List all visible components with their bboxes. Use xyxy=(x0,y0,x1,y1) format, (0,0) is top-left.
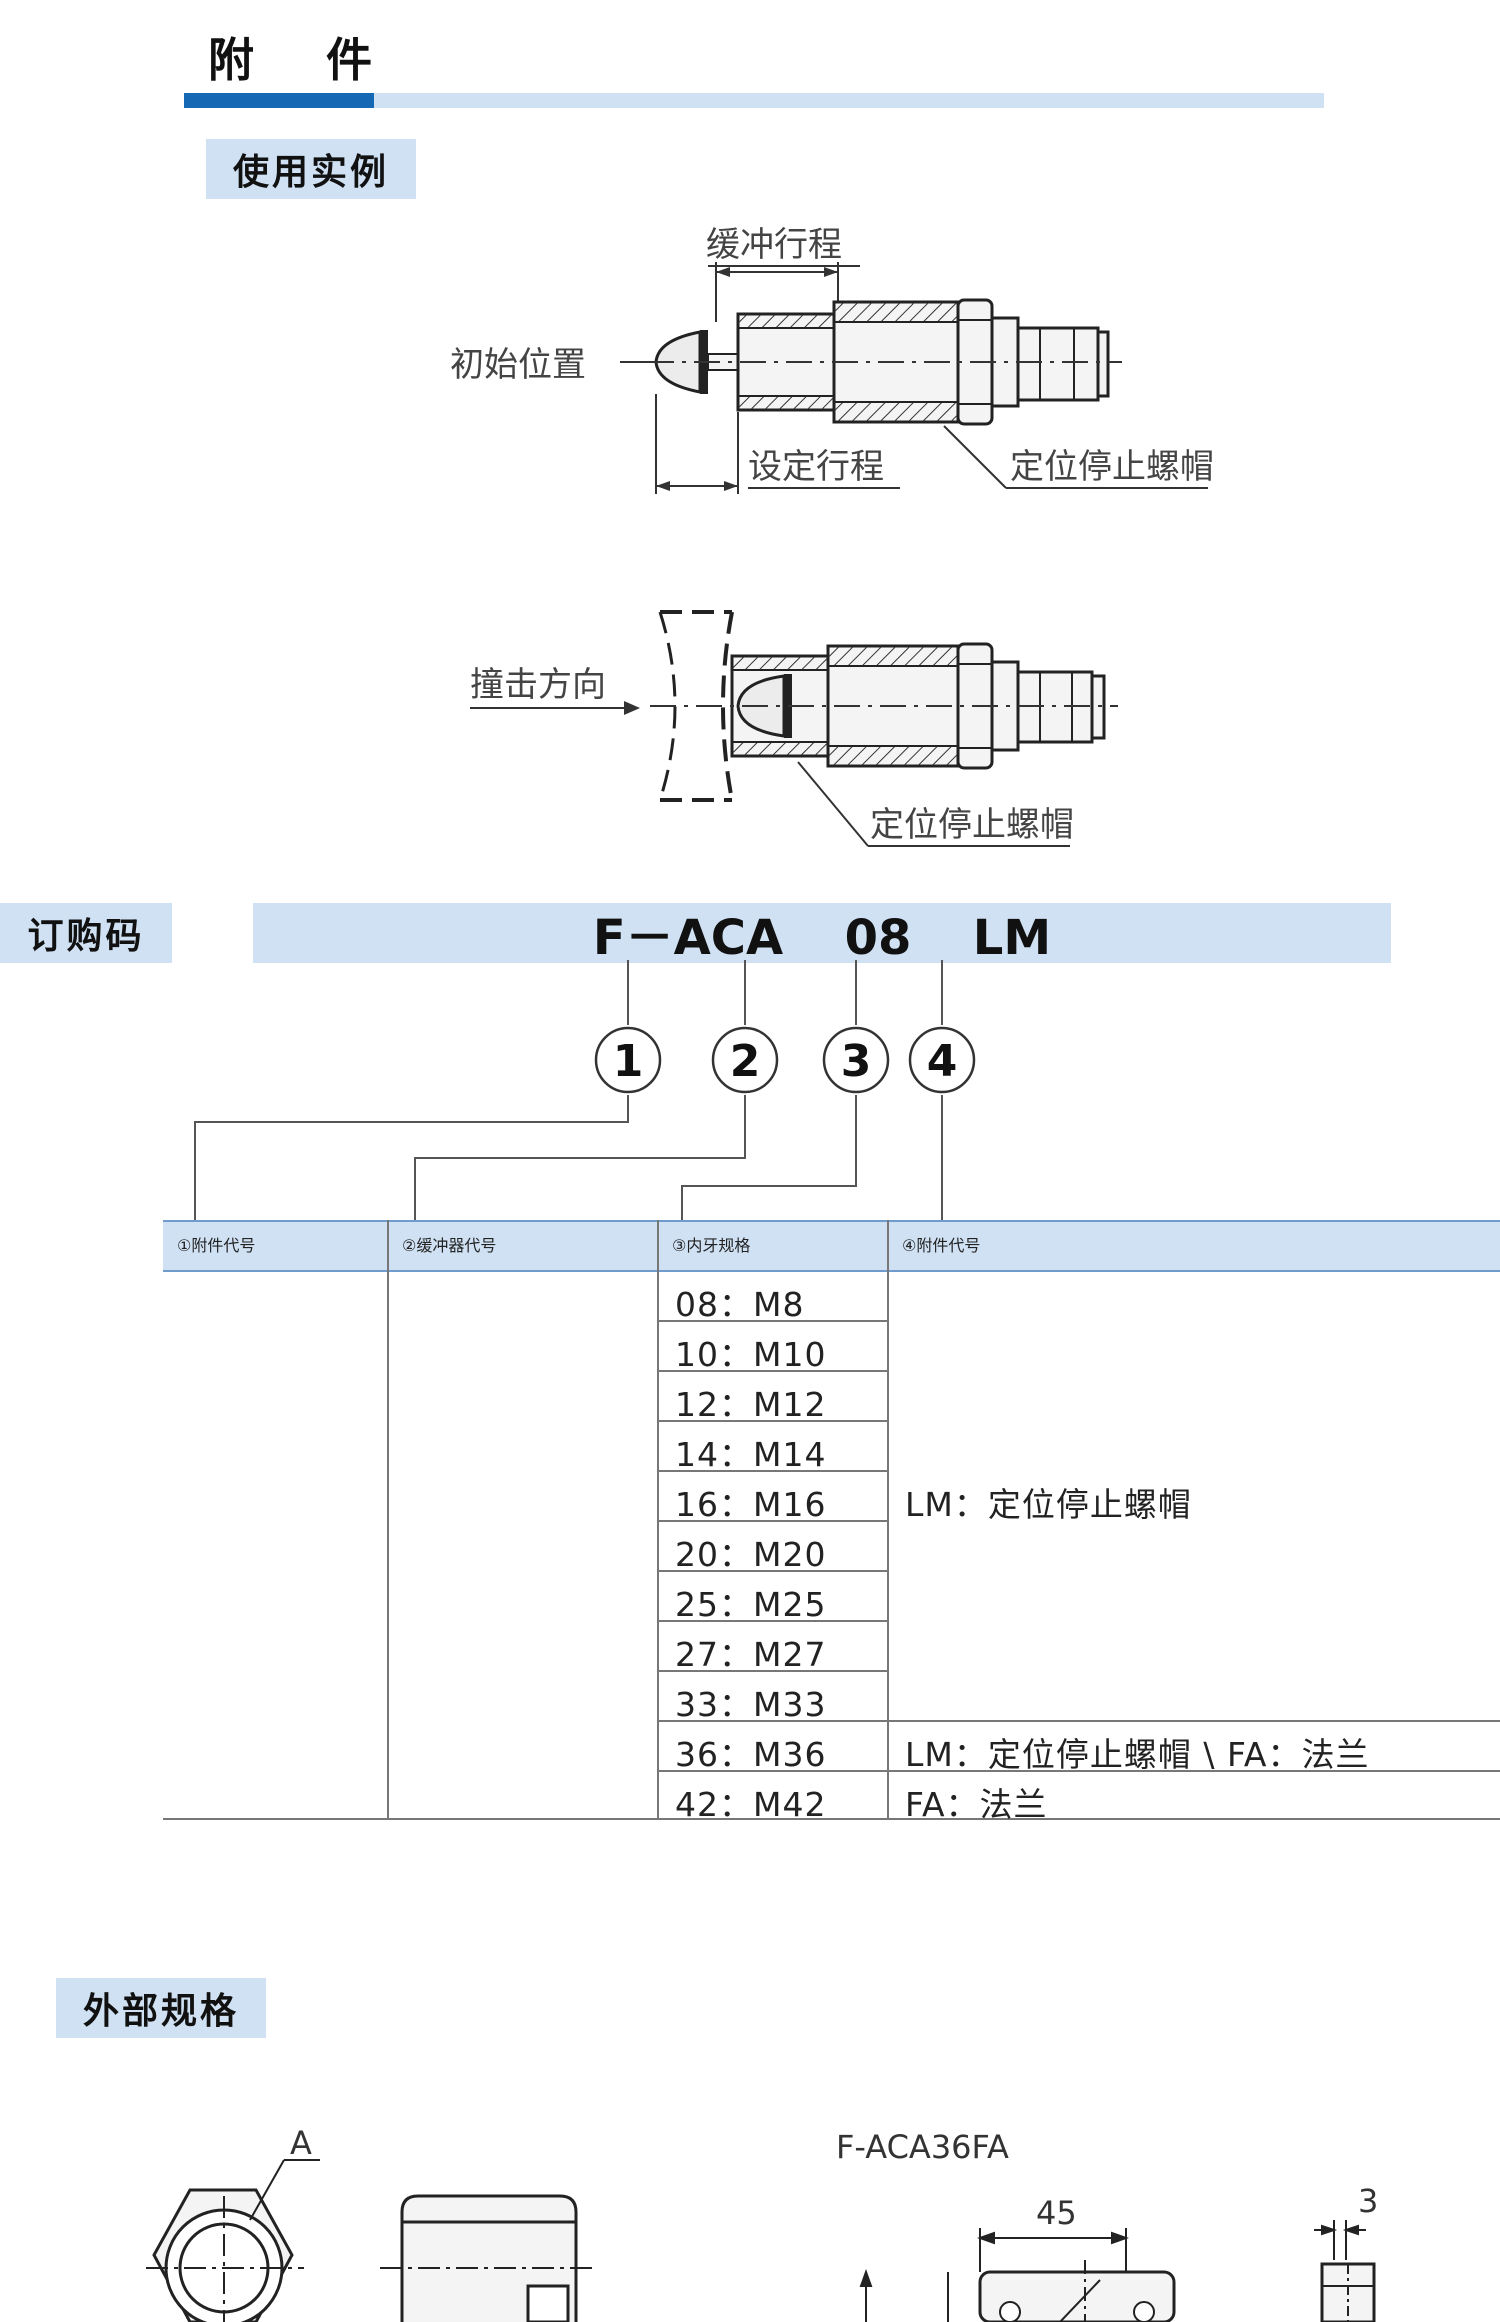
shock-absorber-initial-drawing xyxy=(620,262,1208,494)
marker-1: 1 xyxy=(594,1026,662,1094)
dimension-3-label: 3 xyxy=(1358,2182,1378,2220)
dimension-45-label: 45 xyxy=(1036,2194,1077,2232)
page-title: 附 件 xyxy=(208,33,401,87)
stop-nut-label: 定位停止螺帽 xyxy=(1010,447,1214,487)
thread-spec-14: 14：M14 xyxy=(675,1435,827,1474)
thread-spec-12: 12：M12 xyxy=(675,1385,827,1424)
flange-front-view xyxy=(859,2228,1176,2322)
flange-side-view xyxy=(1314,2220,1376,2322)
thread-spec-33: 33：M33 xyxy=(675,1685,827,1724)
thread-spec-08: 08：M8 xyxy=(675,1285,805,1324)
table-header xyxy=(163,1220,1500,1272)
header-accessory-code: ①附件代号 xyxy=(177,1236,256,1255)
order-code-bar: F－ACA 08 LM xyxy=(253,903,1391,966)
hex-nut-front-view xyxy=(146,2159,320,2322)
thread-spec-27: 27：M27 xyxy=(675,1635,827,1674)
thread-spec-20: 20：M20 xyxy=(675,1535,827,1574)
flange-model-label: F-ACA36FA xyxy=(836,2128,1009,2166)
shock-absorber-impact-drawing xyxy=(470,610,1118,847)
dimension-a-label: A xyxy=(290,2124,312,2162)
thread-spec-42: 42：M42 xyxy=(675,1785,827,1824)
marker-3: 3 xyxy=(822,1026,890,1094)
thread-spec-36: 36：M36 xyxy=(675,1735,827,1774)
buffer-stroke-label: 缓冲行程 xyxy=(706,225,842,265)
svg-text:3: 3 xyxy=(841,1036,872,1087)
thread-spec-16: 16：M16 xyxy=(675,1485,827,1524)
stop-nut-label-2: 定位停止螺帽 xyxy=(870,805,1074,845)
header-accessory-type: ④附件代号 xyxy=(902,1236,981,1255)
accessory-stop-nut: LM：定位停止螺帽 xyxy=(905,1485,1192,1524)
thread-spec-25: 25：M25 xyxy=(675,1585,827,1624)
external-section-tag: 外部规格 xyxy=(56,1978,266,2038)
accessory-stop-nut-or-flange: LM：定位停止螺帽 \ FA：法兰 xyxy=(905,1735,1370,1774)
impact-direction-label: 撞击方向 xyxy=(470,665,606,705)
set-stroke-label: 设定行程 xyxy=(748,447,884,487)
marker-4: 4 xyxy=(908,1026,976,1094)
svg-text:1: 1 xyxy=(613,1036,644,1087)
usage-section-tag: 使用实例 xyxy=(206,139,416,199)
initial-position-label: 初始位置 xyxy=(450,345,586,385)
order-section-tag: 订购码 xyxy=(0,903,172,963)
marker-2: 2 xyxy=(711,1026,779,1094)
usage-diagrams: 缓冲行程 初始位置 设定行程 定位停止螺帽 撞击方向 定位停止螺帽 xyxy=(450,225,1214,847)
nut-side-view xyxy=(380,2194,596,2322)
external-drawings: A F-ACA36FA 45 3 xyxy=(146,2124,1378,2322)
header-thread-spec: ③内牙规格 xyxy=(672,1236,751,1255)
thread-spec-10: 10：M10 xyxy=(675,1335,827,1374)
svg-text:4: 4 xyxy=(927,1036,958,1087)
order-code-table: ①附件代号 ②缓冲器代号 ③内牙规格 ④附件代号 08：M8 10：M10 12… xyxy=(163,1220,1500,1824)
accessory-flange: FA：法兰 xyxy=(905,1785,1048,1824)
title-rule-accent xyxy=(184,93,374,108)
order-code: F－ACA 08 LM xyxy=(592,910,1052,966)
order-code-connectors: 1 2 3 4 xyxy=(194,960,976,1220)
title-rule xyxy=(374,93,1324,108)
header-absorber-code: ②缓冲器代号 xyxy=(402,1236,497,1255)
svg-text:2: 2 xyxy=(730,1036,761,1087)
